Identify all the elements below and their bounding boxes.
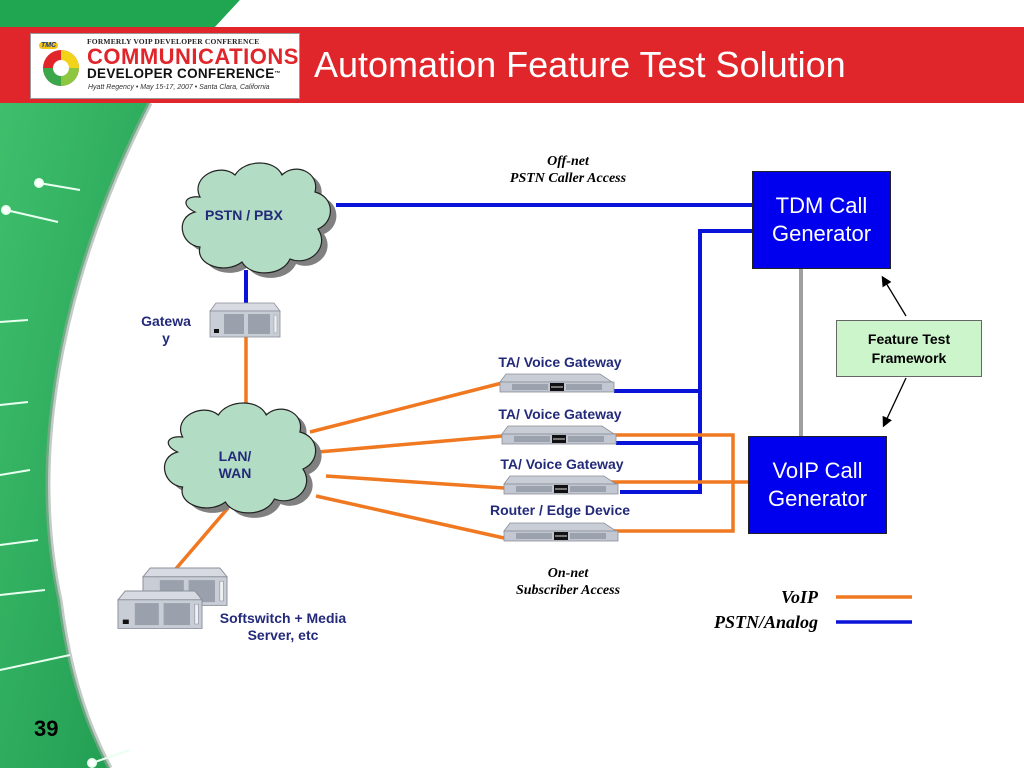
ta-gateway-1-icon — [499, 373, 615, 393]
gateway-server-icon — [209, 302, 281, 338]
softswitch-label: Softswitch + Media Server, etc — [198, 610, 368, 644]
logo-formerly-text: FORMERLY VOIP DEVELOPER CONFERENCE — [87, 37, 260, 46]
lan-gateway1-line — [309, 381, 503, 434]
framework-line1: Feature Test — [867, 330, 951, 347]
voip-call-generator: VoIP Call Generator — [748, 436, 887, 534]
feature-test-framework-box: Feature Test Framework — [836, 320, 982, 377]
softswitch-server-front-icon — [117, 590, 203, 630]
router-edge-label: Router / Edge Device — [489, 502, 631, 518]
offnet-annotation: Off-net PSTN Caller Access — [478, 153, 658, 187]
logo-name-line1: COMMUNICATIONS — [87, 44, 299, 69]
logo-venue-text: Hyatt Regency • May 15-17, 2007 • Santa … — [88, 84, 270, 91]
pstn-cloud-label: PSTN / PBX — [205, 207, 283, 223]
lan-gateway2-line — [317, 434, 503, 454]
tdm-trunk-line — [620, 229, 752, 494]
lan-softswitch-line — [166, 506, 230, 580]
lan-router-line — [315, 494, 505, 540]
lan-wan-label-line1: LAN/ — [218, 448, 252, 464]
pstn-connections — [244, 203, 752, 494]
router-edge-icon — [503, 522, 619, 542]
ta-gateway-3-label: TA/ Voice Gateway — [500, 456, 624, 472]
offnet-line1: Off-net — [547, 154, 589, 169]
trademark-symbol: ™ — [274, 71, 281, 77]
legend-voip-label: VoIP — [780, 587, 818, 607]
ta-gateway-2-icon — [501, 425, 617, 445]
tdm-generator-line2: Generator — [771, 221, 872, 246]
tmc-badge: TMC — [39, 42, 59, 49]
gateway-label-line2: y — [162, 330, 170, 346]
gateway-label: Gatewa y — [130, 313, 202, 347]
slide-number: 39 — [34, 716, 59, 741]
gear-logo-icon — [43, 50, 79, 86]
conference-logo: TMC FORMERLY VOIP DEVELOPER CONFERENCE C… — [30, 33, 300, 99]
arrow-to-tdm — [881, 275, 907, 317]
offnet-line2: PSTN Caller Access — [509, 171, 627, 186]
tdm-generator-line1: TDM Call — [775, 193, 868, 218]
ta-gateway-2-label: TA/ Voice Gateway — [498, 406, 622, 422]
onnet-annotation: On-net Subscriber Access — [478, 565, 658, 599]
decorative-network-nodes — [0, 178, 131, 768]
voip-connections — [166, 336, 748, 580]
voip-generator-line2: Generator — [767, 486, 868, 511]
voip-generator-line1: VoIP Call — [772, 458, 863, 483]
sidebar-green-curve — [0, 103, 150, 768]
softswitch-label-line1: Softswitch + Media — [219, 610, 347, 626]
lan-wan-label: LAN/ WAN — [205, 448, 265, 482]
lan-wan-label-line2: WAN — [218, 465, 252, 481]
onnet-line2: Subscriber Access — [515, 583, 621, 598]
tdm-call-generator: TDM Call Generator — [752, 171, 891, 269]
onnet-line1: On-net — [547, 566, 589, 581]
gateway-label-line1: Gatewa — [141, 313, 191, 329]
legend-pstn-label: PSTN/Analog — [713, 612, 818, 632]
top-green-corner — [0, 0, 240, 27]
ta-gateway-1-label: TA/ Voice Gateway — [498, 354, 622, 370]
softswitch-label-line2: Server, etc — [247, 627, 319, 643]
logo-name-line2: DEVELOPER CONFERENCE™ — [87, 67, 281, 81]
logo-name-line2-text: DEVELOPER CONFERENCE — [87, 66, 275, 81]
lan-gateway3-line — [325, 474, 505, 490]
page-title: Automation Feature Test Solution — [314, 44, 846, 85]
ta-gateway-3-icon — [503, 475, 619, 495]
framework-line2: Framework — [871, 349, 947, 366]
arrow-to-voip — [882, 377, 907, 428]
